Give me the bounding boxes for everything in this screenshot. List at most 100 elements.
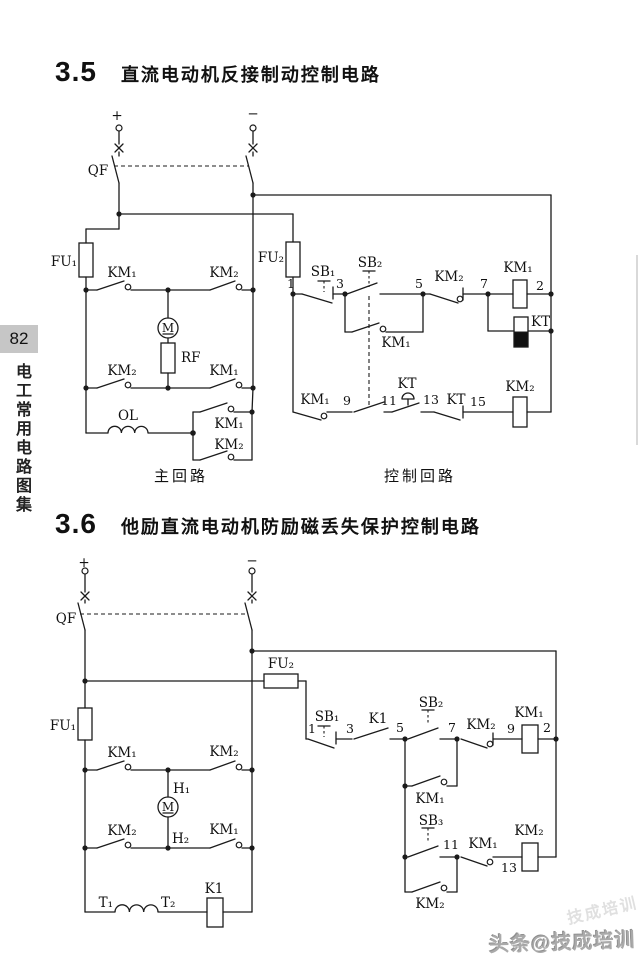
qf-breaker-icon bbox=[77, 567, 257, 631]
km1-selfhold-label: KM₁ bbox=[415, 791, 444, 807]
sidebar: 82 电工常用电路图集 bbox=[0, 325, 40, 515]
km1-nc-label: KM₁ bbox=[300, 392, 329, 408]
km2-contact-label: KM₂ bbox=[107, 363, 136, 379]
button-sb1-icon bbox=[301, 280, 334, 304]
km1-coil-label: KM₁ bbox=[514, 705, 543, 721]
section-number: 3.6 bbox=[55, 508, 97, 539]
kt-coil-label: KT bbox=[531, 314, 550, 330]
rf-label: RF bbox=[181, 350, 201, 366]
button-sb1-icon bbox=[307, 725, 337, 749]
fuse-fu2-icon bbox=[285, 241, 301, 278]
qf-label: QF bbox=[56, 611, 76, 627]
section-number: 3.5 bbox=[55, 56, 97, 87]
km1-contact-label: KM₁ bbox=[214, 416, 243, 432]
kt-nc-label: KT bbox=[446, 392, 465, 408]
fu1-label: FU₁ bbox=[51, 254, 77, 270]
field-winding-icon bbox=[114, 904, 159, 913]
node-5-label: 5 bbox=[396, 720, 404, 735]
t1-label: T₁ bbox=[99, 895, 113, 911]
fu2-label: FU₂ bbox=[268, 656, 294, 672]
node-7-label: 7 bbox=[480, 276, 488, 291]
h1-label: H₁ bbox=[173, 781, 190, 797]
node-11-label: 11 bbox=[381, 393, 397, 408]
coil-k1-icon bbox=[206, 897, 224, 928]
kt-time-contact-icon bbox=[391, 392, 420, 413]
node-3-label: 3 bbox=[346, 721, 354, 736]
km1-nc-label: KM₁ bbox=[468, 836, 497, 852]
minus-terminal-label: − bbox=[247, 106, 258, 122]
coil-km2-icon bbox=[512, 396, 528, 428]
km2-contact-label: KM₂ bbox=[107, 823, 136, 839]
button-sb3-icon bbox=[407, 827, 439, 858]
node-13-label: 13 bbox=[423, 392, 439, 407]
sb1-label: SB₁ bbox=[311, 264, 336, 280]
node-5-label: 5 bbox=[415, 276, 423, 291]
km1-selfhold-label: KM₁ bbox=[381, 335, 410, 351]
node-9-label: 9 bbox=[343, 393, 351, 408]
km2-selfhold-label: KM₂ bbox=[415, 896, 444, 912]
page-number-badge: 82 bbox=[0, 325, 38, 353]
km1-coil-label: KM₁ bbox=[503, 260, 532, 276]
sb3-label: SB₃ bbox=[419, 813, 444, 829]
node-9-label: 9 bbox=[507, 721, 515, 736]
km1-contact-label: KM₁ bbox=[107, 265, 136, 281]
resistor-rf-icon bbox=[160, 342, 176, 374]
circuit-3-5: + − QF FU₁ FU₂ KM₁ KM₂ M RF KM₂ KM₁ OL K… bbox=[51, 106, 554, 485]
node-11-label: 11 bbox=[443, 837, 459, 852]
control-circuit-caption: 控制回路 bbox=[384, 468, 456, 485]
button-sb2-icon bbox=[407, 709, 439, 740]
km2-contact-label: KM₂ bbox=[214, 437, 243, 453]
qf-breaker-icon bbox=[111, 124, 258, 184]
overload-ol-icon bbox=[107, 425, 149, 434]
motor-label: M bbox=[162, 800, 174, 814]
node-1-label: 1 bbox=[308, 721, 316, 736]
minus-terminal-label: − bbox=[246, 553, 257, 569]
k1-coil-label: K1 bbox=[205, 881, 224, 897]
section-3-5-header: 3.5 直流电动机反接制动控制电路 bbox=[55, 56, 381, 88]
fuse-fu2-icon bbox=[263, 673, 299, 689]
fu1-label: FU₁ bbox=[50, 718, 76, 734]
sb2-label: SB₂ bbox=[419, 695, 444, 711]
coil-km1-icon bbox=[521, 724, 539, 754]
motor-label: M bbox=[162, 321, 174, 335]
h2-label: H₂ bbox=[172, 831, 189, 847]
km2-contact-label: KM₂ bbox=[209, 744, 238, 760]
node-7-label: 7 bbox=[448, 720, 456, 735]
t2-label: T₂ bbox=[161, 895, 175, 911]
fuse-fu1-icon bbox=[77, 707, 93, 741]
circuit-3-6: + − QF FU₂ FU₁ KM₁ KM₂ H₁ M H₂ KM₂ KM₁ T… bbox=[50, 553, 559, 928]
km1-contact-label: KM₁ bbox=[209, 822, 238, 838]
coil-km2-icon bbox=[521, 842, 539, 872]
sb2-label: SB₂ bbox=[358, 255, 383, 271]
km1-contact-label: KM₁ bbox=[107, 745, 136, 761]
node-13-label: 13 bbox=[501, 860, 517, 875]
watermark: 头条@技成培训 bbox=[489, 929, 637, 957]
kt-contact-label: KT bbox=[397, 376, 416, 392]
ol-label: OL bbox=[118, 408, 138, 424]
section-title: 他励直流电动机防励磁丢失保护控制电路 bbox=[120, 517, 481, 537]
node-1-label: 1 bbox=[287, 276, 295, 291]
plus-terminal-label: + bbox=[78, 555, 89, 571]
sb1-label: SB₁ bbox=[315, 709, 340, 725]
fu2-label: FU₂ bbox=[258, 250, 284, 266]
button-sb2-icon bbox=[346, 270, 378, 407]
km2-contact-label: KM₂ bbox=[434, 269, 463, 285]
plus-terminal-label: + bbox=[111, 108, 122, 124]
km1-contact-label: KM₁ bbox=[209, 363, 238, 379]
node-2-label: 2 bbox=[543, 720, 551, 735]
main-circuit-caption: 主回路 bbox=[154, 468, 208, 485]
k1-contact-label: K1 bbox=[369, 711, 388, 727]
node-15-label: 15 bbox=[470, 394, 486, 409]
book-title-vertical: 电工常用电路图集 bbox=[13, 363, 30, 515]
qf-label: QF bbox=[88, 163, 108, 179]
km2-contact-label: KM₂ bbox=[209, 265, 238, 281]
node-3-label: 3 bbox=[336, 276, 344, 291]
km2-coil-label: KM₂ bbox=[514, 823, 543, 839]
node-2-label: 2 bbox=[536, 278, 544, 293]
km2-coil-label: KM₂ bbox=[505, 379, 534, 395]
coil-km1-icon bbox=[512, 279, 528, 309]
km2-contact-label: KM₂ bbox=[466, 717, 495, 733]
section-3-6-header: 3.6 他励直流电动机防励磁丢失保护控制电路 bbox=[55, 508, 481, 540]
